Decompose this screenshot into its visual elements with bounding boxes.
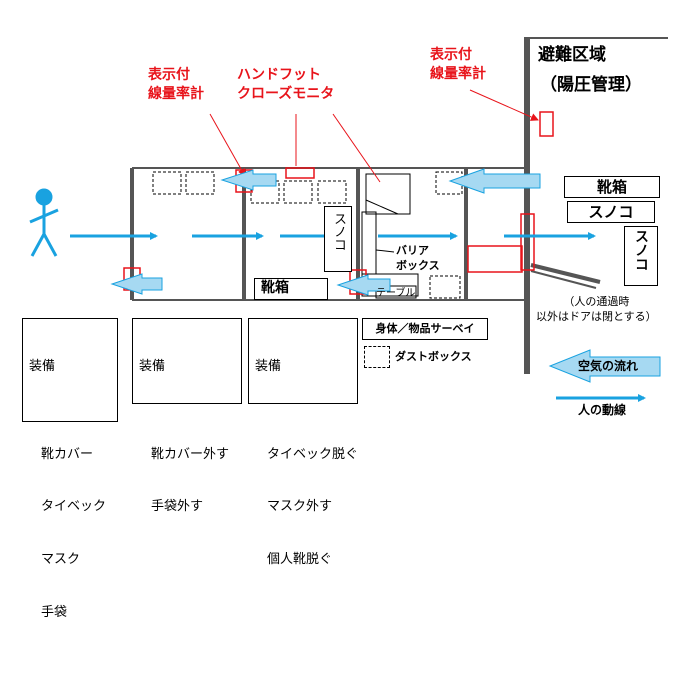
person-flow-legend-label: 人の動線: [578, 403, 627, 417]
sunoko-right-vertical: スノコ: [633, 229, 649, 271]
equipment-box-3: 装備 タイベック脱ぐ マスク外す 個人靴脱ぐ: [248, 318, 358, 567]
equipment-item: 靴カバー: [41, 446, 94, 462]
dosimeter-right-label: 表示付 線量率計: [430, 47, 486, 82]
sunoko-right-horizontal: スノコ: [567, 201, 655, 223]
person-icon: [29, 188, 59, 257]
equipment-item: 手袋: [41, 604, 68, 620]
equipment-item: 靴カバー外す: [151, 446, 230, 462]
barrier-box-shape: [361, 173, 419, 297]
sunoko-mid-box: [324, 206, 352, 272]
equipment-title-1: 装備: [29, 359, 56, 375]
table-label: テーブル: [376, 288, 416, 299]
air-flow-legend-label: 空気の流れ: [578, 359, 639, 373]
evacuation-area-title: 避難区域: [538, 45, 606, 65]
survey-legend-box: 身体／物品サーベイ: [362, 318, 488, 340]
equipment-item: タイベック: [41, 499, 107, 515]
dust-box-legend-label: ダストボックス: [395, 350, 472, 363]
air-flow-arrows: [110, 168, 661, 383]
sunoko-mid-vertical: スノコ: [331, 212, 346, 251]
equipment-item: 手袋外す: [151, 499, 204, 515]
equipment-item: マスク: [41, 552, 81, 568]
equipment-item: マスク外す: [267, 499, 333, 515]
hand-foot-monitor-label: ハンドフット クローズモニタ: [237, 67, 335, 102]
shoe-box-mid: 靴箱: [254, 278, 328, 300]
table-shape: [375, 285, 417, 299]
door: [530, 263, 601, 289]
sunoko-right-vertical-box: [624, 226, 658, 286]
dust-box-legend-icon: [364, 346, 390, 368]
equipment-box-2: 装備 靴カバー外す 手袋外す: [132, 318, 242, 514]
annotation-leaders: [209, 89, 539, 183]
equipment-title-2: 装備: [139, 359, 166, 375]
equipment-box-1: 装備 靴カバー タイベック マスク 手袋: [22, 318, 118, 620]
positive-pressure-label: （陽圧管理）: [540, 75, 642, 95]
shoe-box-right: 靴箱: [564, 176, 660, 198]
equipment-item: タイベック脱ぐ: [267, 446, 359, 462]
door-note: （人の通過時 以外はドアは閉とする）: [536, 295, 657, 323]
barrier-box-label: バリア ボックス: [396, 244, 440, 272]
diagram-canvas: [29, 37, 668, 402]
equipment-title-3: 装備: [255, 359, 282, 375]
barrier-leader: [375, 249, 395, 253]
building-walls: [130, 37, 668, 374]
equipment-item: 個人靴脱ぐ: [267, 552, 333, 568]
dosimeter-left-label: 表示付 線量率計: [148, 67, 204, 102]
